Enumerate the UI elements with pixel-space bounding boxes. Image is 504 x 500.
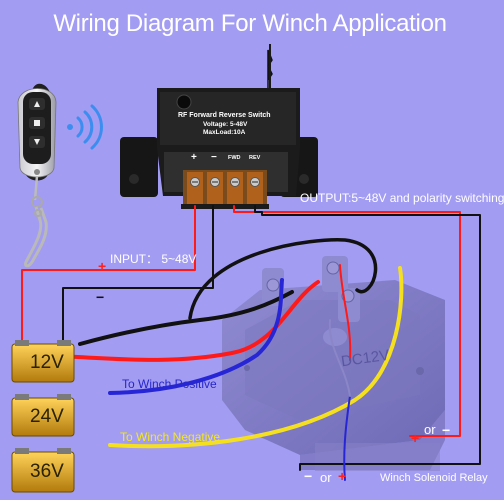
terminal-minus-label: −: [211, 152, 217, 163]
input-label: INPUT： 5~48V: [110, 252, 197, 266]
or-text-bottom: or: [320, 470, 332, 485]
terminal-plus-label: +: [191, 152, 197, 163]
to-winch-negative-label: To Winch Negative: [120, 430, 221, 444]
rf-switch-module: [120, 44, 318, 209]
module-name: RF Forward Reverse Switch: [178, 112, 271, 119]
battery-12v-label: 12V: [30, 352, 64, 373]
module-voltage: Voltage: 5-48V: [203, 121, 248, 128]
wires: [21, 205, 481, 481]
bottom-minus-sign: −: [304, 468, 313, 484]
battery-24v-label: 24V: [30, 406, 64, 427]
relay-minus-sign: −: [442, 422, 451, 438]
bottom-plus-sign: +: [338, 468, 347, 484]
or-text-right: or: [424, 422, 436, 437]
to-winch-positive-label: To Winch Positive: [122, 377, 217, 391]
module-maxload: MaxLoad:10A: [203, 129, 246, 136]
wireless-signal-icon: [67, 104, 103, 150]
wire-minus-sign: −: [96, 289, 105, 305]
terminal-rev-label: REV: [249, 155, 261, 161]
output-label: OUTPUT:5~48V and polarity switching: [300, 191, 504, 205]
wire-plus-sign: +: [98, 258, 107, 274]
terminal-fwd-label: FWD: [228, 155, 241, 161]
battery-24v: [11, 394, 75, 437]
page-title: Wiring Diagram For Winch Application: [53, 10, 447, 37]
remote-control: [17, 83, 57, 268]
battery-36v-label: 36V: [30, 461, 64, 482]
relay-plus-sign: +: [411, 430, 420, 446]
solenoid-relay-label: Winch Solenoid Relay: [380, 472, 488, 484]
battery-12v: [11, 340, 75, 383]
battery-36v: [11, 448, 75, 493]
